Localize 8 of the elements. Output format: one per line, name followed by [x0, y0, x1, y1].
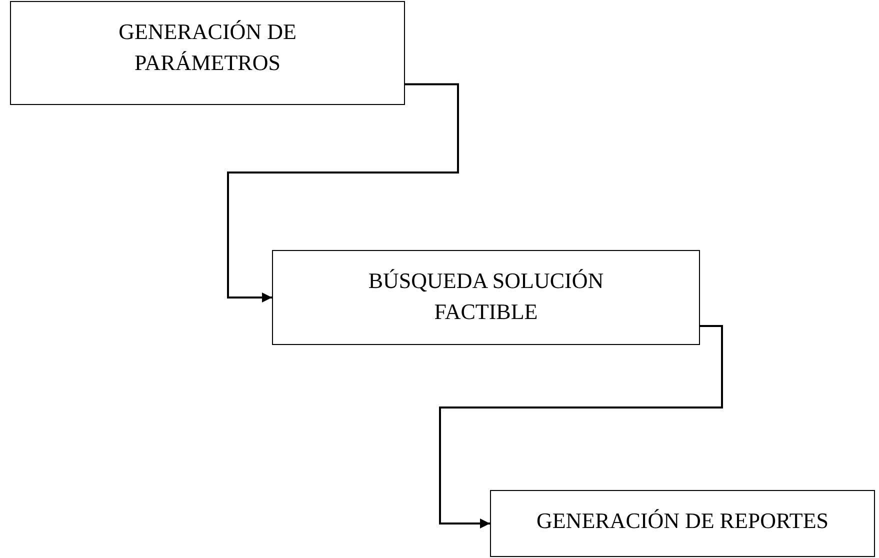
process-box [490, 490, 875, 557]
process-box [272, 250, 700, 345]
box-label: BÚSQUEDA SOLUCIÓN FACTIBLE [367, 267, 605, 326]
process-box [10, 1, 405, 105]
box-label: GENERACIÓN DE REPORTES [536, 507, 828, 535]
connector-arrow [439, 325, 723, 528]
box-label: GENERACIÓN DE PARÁMETROS [118, 18, 298, 77]
connector-arrow [227, 83, 459, 302]
